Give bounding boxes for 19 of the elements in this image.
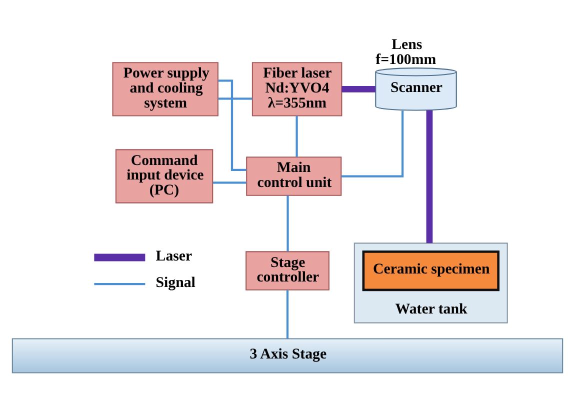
connector	[212, 182, 246, 184]
node-box: Ceramic specimen	[362, 250, 500, 292]
node-box: Main control unit	[246, 156, 342, 196]
node-box: Command input device (PC)	[115, 149, 214, 204]
connector	[296, 116, 298, 157]
node-box: Fiber laser Nd:YVO4 λ=355nm	[252, 62, 342, 116]
node-box: Power supply and cooling system	[112, 62, 218, 116]
node-label: Lens f=100mm	[376, 37, 436, 68]
node-box: Stage controller	[246, 251, 330, 290]
connector	[286, 290, 289, 339]
legend-label: Signal	[156, 274, 196, 291]
connector	[218, 80, 246, 171]
connector	[286, 195, 289, 252]
connector	[342, 86, 376, 92]
connector	[218, 98, 252, 100]
node-box: 3 Axis Stage	[12, 338, 564, 374]
legend-label: Laser	[156, 248, 192, 264]
connector	[426, 110, 433, 244]
connector	[341, 110, 404, 178]
